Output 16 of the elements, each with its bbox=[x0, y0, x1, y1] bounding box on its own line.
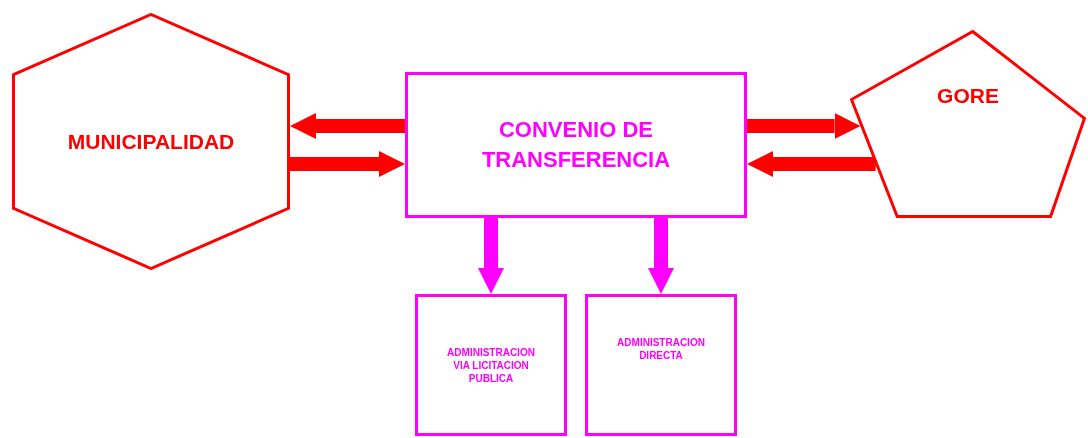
node-label: ADMINISTRACION DIRECTA bbox=[616, 336, 706, 362]
node-label: ADMINISTRACION VIA LICITACION PUBLICA bbox=[447, 345, 535, 385]
process-box bbox=[415, 294, 567, 436]
hexagon-node bbox=[12, 13, 290, 270]
process-box bbox=[405, 72, 747, 218]
block-arrow bbox=[648, 218, 674, 294]
block-arrow bbox=[747, 113, 861, 139]
process-box bbox=[585, 294, 737, 436]
block-arrow bbox=[478, 218, 504, 294]
block-arrow bbox=[290, 151, 405, 177]
node-label: CONVENIO DE TRANSFERENCIA bbox=[480, 116, 672, 174]
block-arrow bbox=[747, 151, 876, 177]
node-label: MUNICIPALIDAD bbox=[67, 128, 235, 155]
block-arrow bbox=[290, 113, 405, 139]
node-label: GORE bbox=[937, 83, 999, 110]
pentagon-node bbox=[850, 30, 1086, 218]
